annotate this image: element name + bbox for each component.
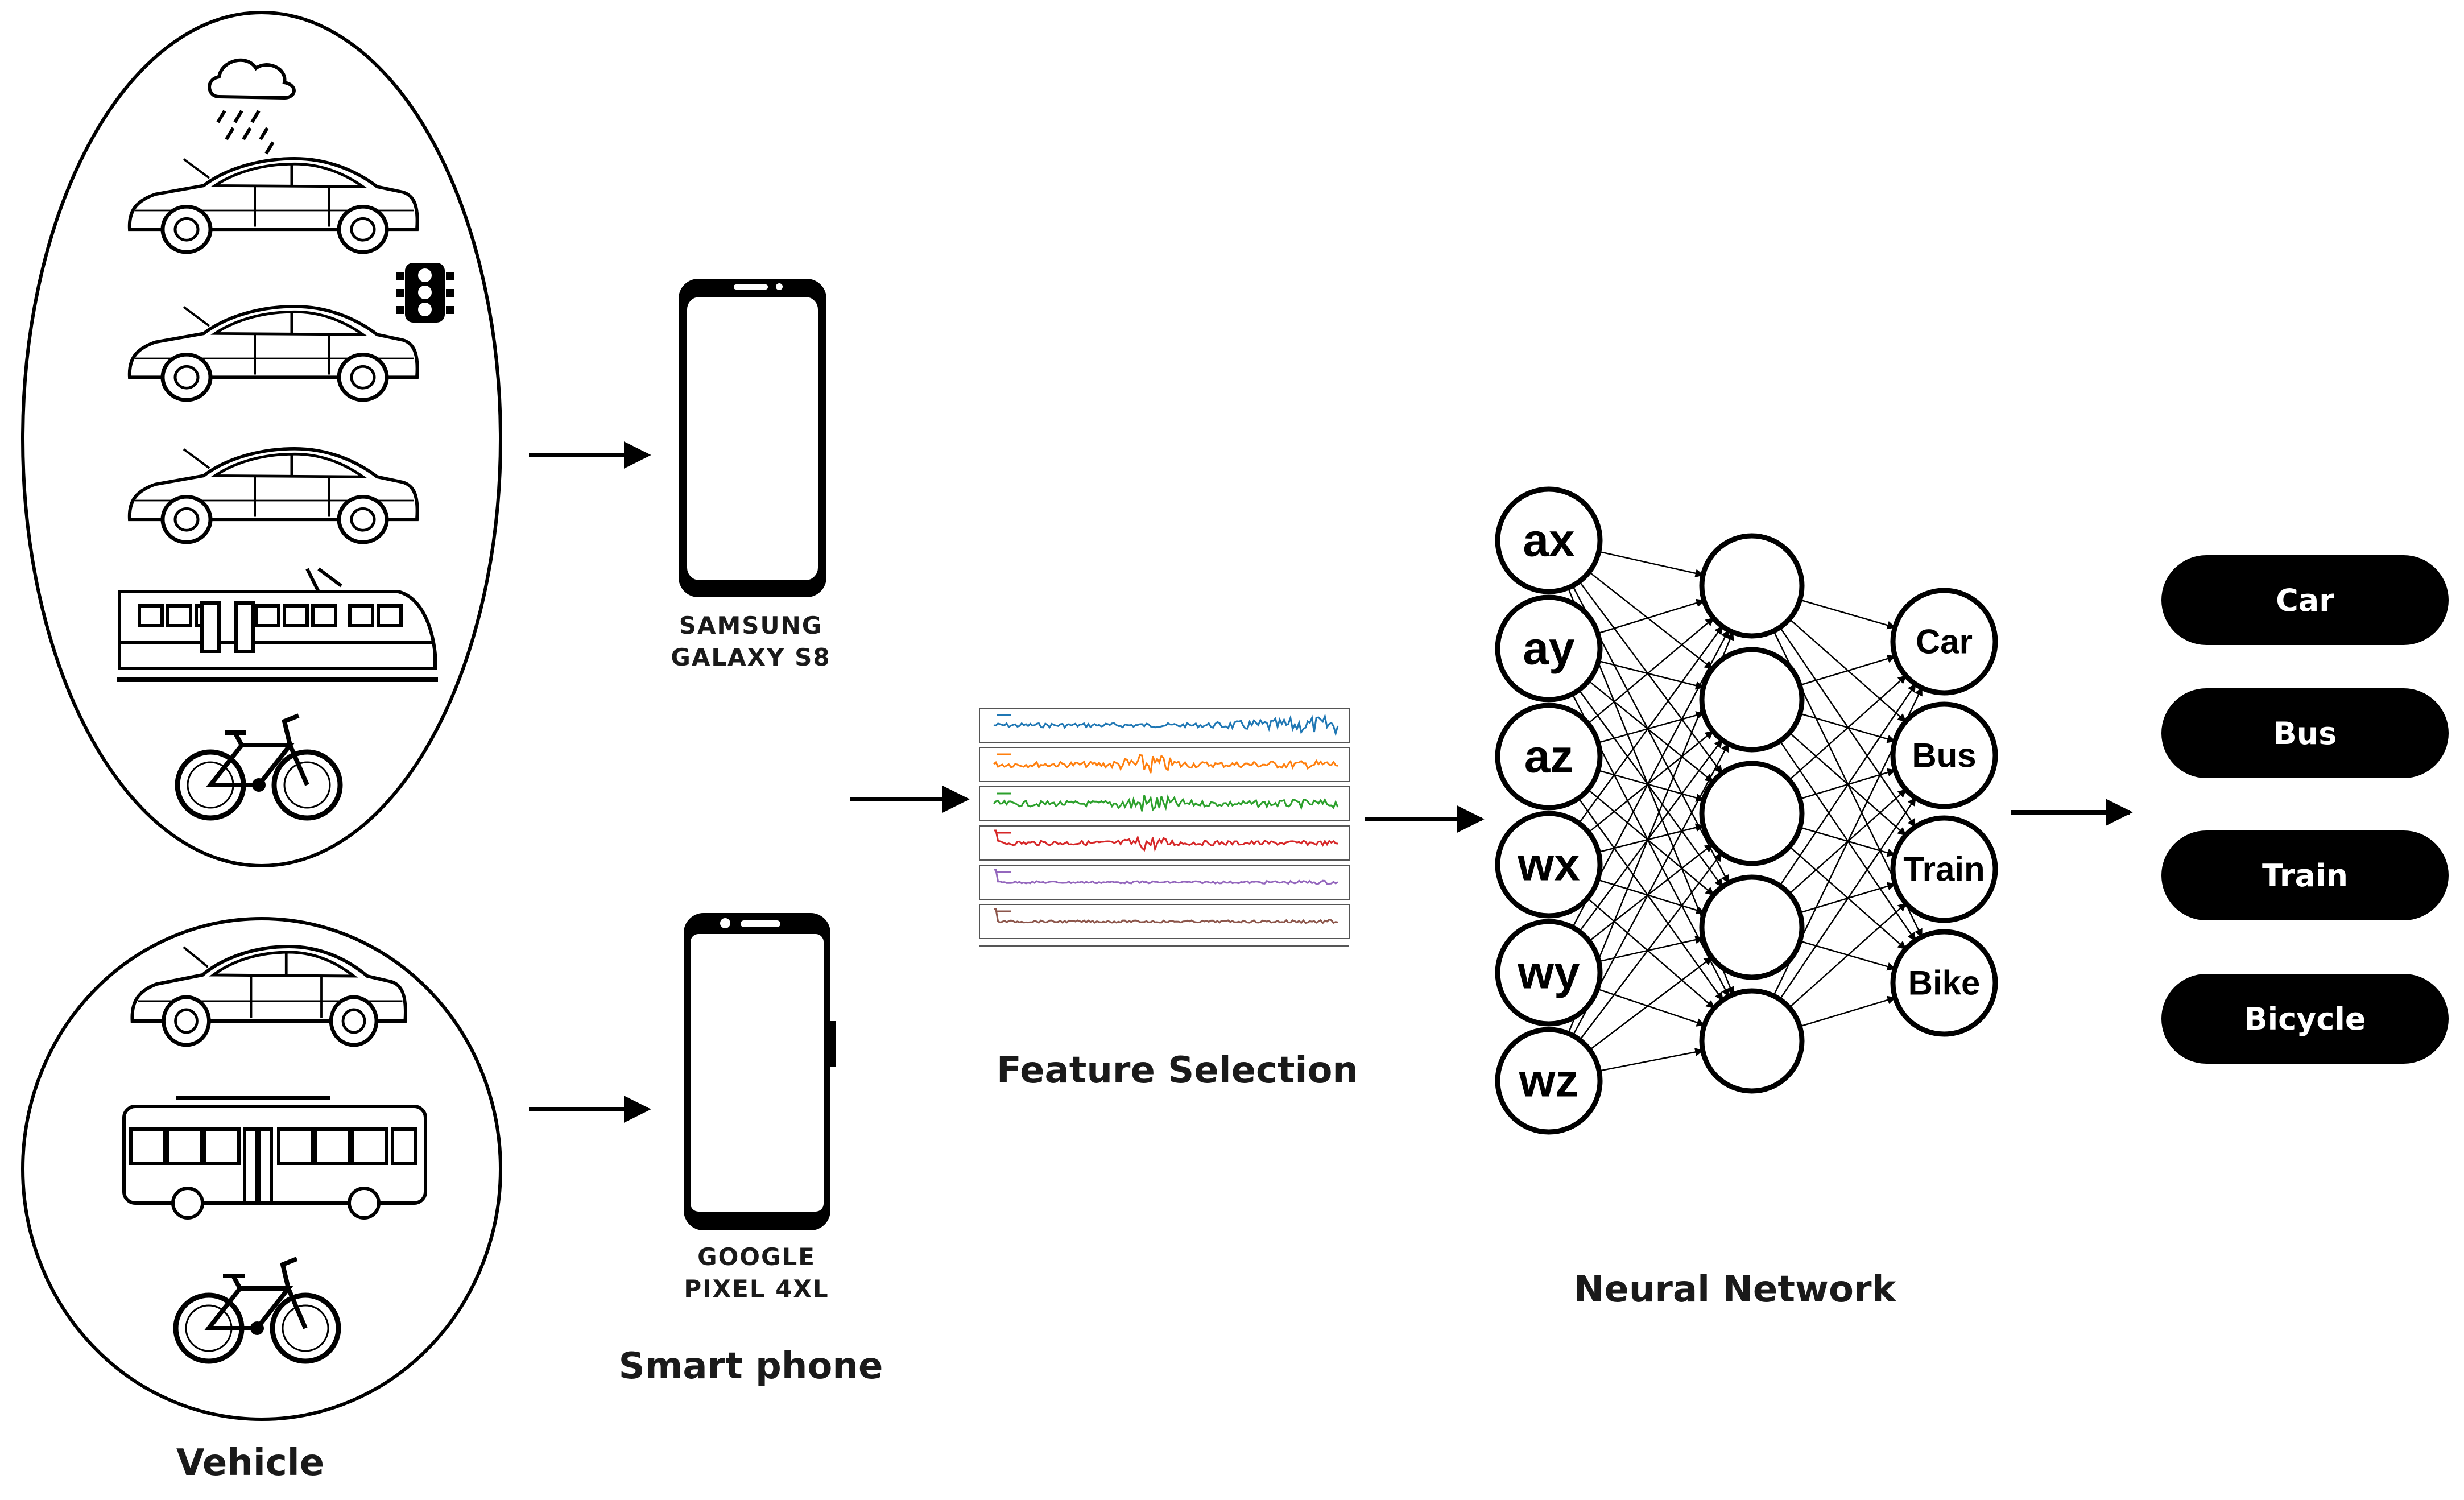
network-edge bbox=[1779, 683, 1916, 886]
signal-trace bbox=[994, 829, 1338, 853]
output-node-label: Bus bbox=[1912, 737, 1976, 775]
result-bicycle: Bicycle bbox=[2161, 974, 2449, 1064]
phone-label-line2: PIXEL 4XL bbox=[684, 1275, 829, 1303]
section-label-feature-selection: Feature Selection bbox=[997, 1049, 1358, 1092]
phone-label-line1: SAMSUNG bbox=[679, 611, 823, 639]
tram-icon bbox=[117, 567, 438, 682]
input-node bbox=[1495, 594, 1603, 703]
phone-label-google: GOOGLE PIXEL 4XL bbox=[654, 1241, 859, 1305]
network-edge bbox=[1578, 625, 1723, 824]
network-edge bbox=[1588, 730, 1714, 833]
signal-plot-icon bbox=[979, 708, 1350, 947]
network-edge bbox=[1589, 571, 1713, 670]
input-node-label: ay bbox=[1523, 623, 1575, 675]
hidden-node bbox=[1699, 988, 1805, 1094]
phone-label-line1: GOOGLE bbox=[697, 1243, 816, 1271]
network-edge bbox=[1788, 902, 1907, 1009]
network-edge bbox=[1589, 957, 1713, 1051]
output-node bbox=[1890, 701, 1998, 809]
hidden-node bbox=[1699, 874, 1805, 980]
sedan-icon bbox=[130, 449, 417, 542]
network-edge bbox=[1578, 581, 1723, 774]
phone-label-line2: GALAXY S8 bbox=[671, 643, 831, 671]
network-edge bbox=[1597, 988, 1706, 1027]
signal-trace bbox=[993, 754, 1338, 774]
network-edge bbox=[1799, 995, 1896, 1027]
sedan-icon bbox=[130, 307, 417, 400]
network-edge bbox=[1598, 935, 1704, 962]
result-car: Car bbox=[2161, 555, 2449, 645]
network-edge bbox=[1779, 797, 1916, 1000]
output-node-label: Car bbox=[1916, 623, 1973, 661]
hidden-node bbox=[1699, 761, 1805, 866]
signal-trace bbox=[993, 713, 1339, 737]
traffic-light-icon bbox=[396, 263, 454, 323]
input-node bbox=[1495, 811, 1603, 919]
output-node-label: Bike bbox=[1908, 964, 1981, 1002]
input-node-label: wx bbox=[1517, 839, 1580, 891]
hidden-node bbox=[1699, 533, 1805, 639]
signal-trace bbox=[994, 908, 1338, 924]
hidden-node bbox=[1699, 647, 1805, 753]
output-node bbox=[1890, 588, 1998, 696]
input-node bbox=[1495, 919, 1603, 1027]
network-edge bbox=[1578, 739, 1723, 932]
network-edge bbox=[1588, 680, 1714, 783]
bus-icon bbox=[122, 1096, 427, 1220]
network-edge bbox=[1598, 711, 1705, 743]
vehicle-group-1 bbox=[21, 11, 502, 867]
bicycle-icon bbox=[177, 716, 340, 818]
network-edge bbox=[1598, 660, 1705, 690]
smartphone-icon bbox=[679, 279, 826, 597]
network-edge bbox=[1799, 654, 1896, 686]
network-edge bbox=[1587, 788, 1714, 896]
sedan-icon bbox=[130, 159, 417, 252]
section-label-vehicle: Vehicle bbox=[176, 1442, 325, 1484]
input-node bbox=[1495, 486, 1603, 594]
signal-panel bbox=[979, 825, 1350, 861]
input-node-label: az bbox=[1524, 731, 1574, 783]
network-edge bbox=[1589, 844, 1713, 942]
network-edge bbox=[1598, 823, 1705, 853]
sedan-icon bbox=[132, 947, 406, 1045]
network-edge bbox=[1598, 551, 1704, 578]
network-edge bbox=[1597, 598, 1705, 634]
phone-label-samsung: SAMSUNG GALAXY S8 bbox=[648, 610, 853, 673]
section-label-neural-network: Neural Network bbox=[1573, 1268, 1896, 1311]
input-node-label: wy bbox=[1517, 947, 1580, 999]
network-edge bbox=[1587, 617, 1714, 725]
smartphone-icon bbox=[684, 913, 836, 1230]
result-train: Train bbox=[2161, 830, 2449, 920]
network-edge bbox=[1599, 1048, 1704, 1072]
output-node bbox=[1890, 815, 1998, 923]
section-label-smartphone: Smart phone bbox=[618, 1345, 883, 1387]
vehicle-group-2 bbox=[21, 917, 502, 1421]
input-node bbox=[1495, 703, 1603, 811]
input-node bbox=[1495, 1027, 1603, 1135]
network-edge bbox=[1598, 770, 1705, 802]
signal-trace bbox=[993, 794, 1339, 812]
cloud-rain-icon bbox=[208, 58, 296, 155]
network-edge bbox=[1579, 852, 1722, 1041]
network-edge bbox=[1578, 689, 1723, 888]
network-edge bbox=[1587, 898, 1715, 1009]
input-node-label: ax bbox=[1523, 515, 1574, 567]
bicycle-icon bbox=[176, 1259, 338, 1361]
network-edge bbox=[1800, 599, 1896, 630]
input-node-label: wz bbox=[1519, 1055, 1579, 1107]
result-bus: Bus bbox=[2161, 688, 2449, 778]
signal-trace bbox=[994, 869, 1338, 885]
network-edge bbox=[1788, 675, 1907, 781]
network-edge bbox=[1597, 879, 1705, 915]
output-node bbox=[1890, 929, 1998, 1037]
output-node-label: Train bbox=[1903, 850, 1985, 889]
